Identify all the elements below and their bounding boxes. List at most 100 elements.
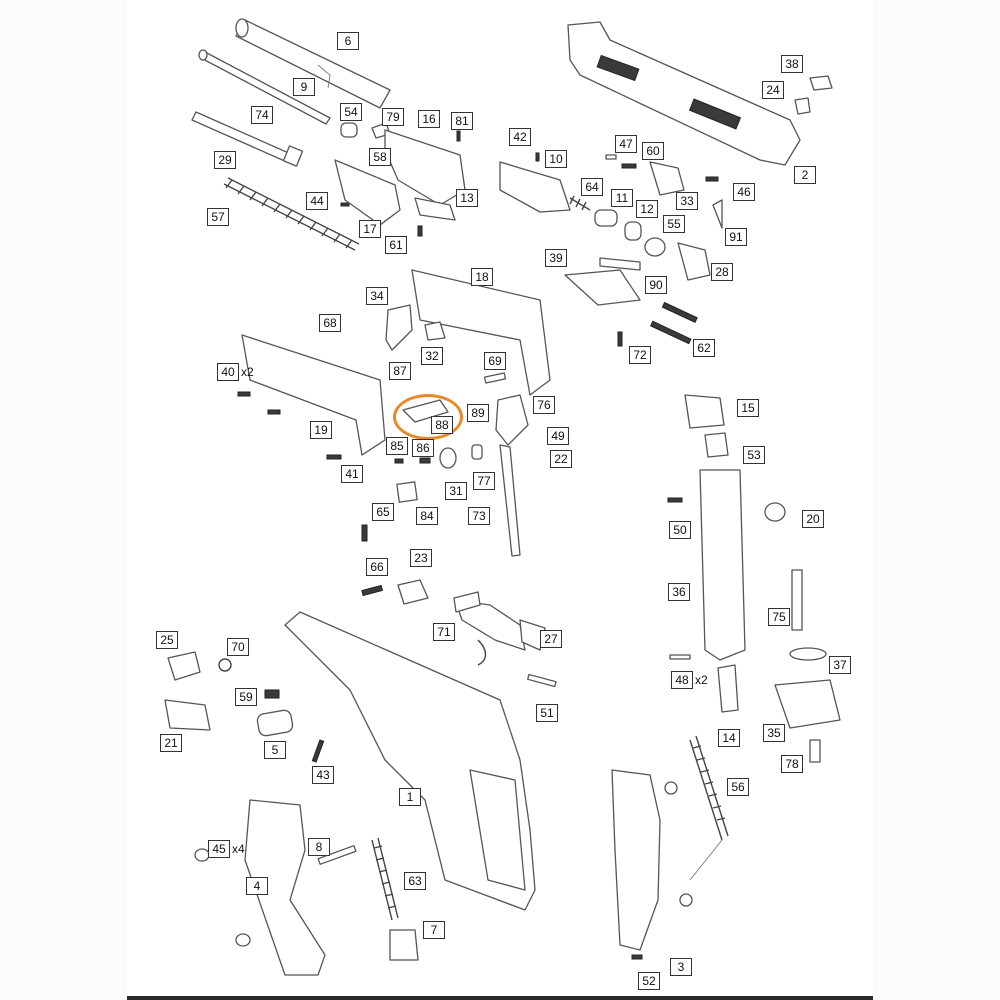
callout-91[interactable]: 91 [725,228,747,246]
callout-39[interactable]: 39 [545,249,567,267]
callout-34[interactable]: 34 [366,287,388,305]
quantity-48: x2 [695,673,708,687]
callout-90[interactable]: 90 [645,276,667,294]
magazine-parts [667,394,841,881]
callout-15[interactable]: 15 [737,399,759,417]
callout-59[interactable]: 59 [235,688,257,706]
callout-77[interactable]: 77 [473,472,495,490]
guide-rod-part [191,111,304,167]
callout-74[interactable]: 74 [251,106,273,124]
right-grip-panel [611,769,693,960]
hop-up-chamber-part [334,129,466,226]
callout-87[interactable]: 87 [389,362,411,380]
callout-78[interactable]: 78 [781,755,803,773]
callout-84[interactable]: 84 [416,507,438,525]
callout-75[interactable]: 75 [768,608,790,626]
callout-32[interactable]: 32 [421,347,443,365]
inner-barrel-part [198,49,331,125]
callout-3[interactable]: 3 [670,958,692,976]
callout-86[interactable]: 86 [412,439,434,457]
callout-65[interactable]: 65 [372,503,394,521]
callout-31[interactable]: 31 [445,482,467,500]
callout-19[interactable]: 19 [310,421,332,439]
callout-40[interactable]: 40 [217,363,239,381]
callout-16[interactable]: 16 [418,110,440,128]
callout-17[interactable]: 17 [359,220,381,238]
callout-7[interactable]: 7 [423,921,445,939]
callout-2[interactable]: 2 [794,166,816,184]
highlighted-part-ring [393,394,463,440]
callout-35[interactable]: 35 [763,724,785,742]
callout-43[interactable]: 43 [312,766,334,784]
callout-56[interactable]: 56 [727,778,749,796]
left-grip-panel [194,799,419,976]
callout-22[interactable]: 22 [550,450,572,468]
callout-5[interactable]: 5 [264,741,286,759]
callout-47[interactable]: 47 [615,135,637,153]
callout-10[interactable]: 10 [545,150,567,168]
callout-48[interactable]: 48 [671,671,693,689]
frame-part [284,599,536,911]
outer-barrel-part [235,18,391,109]
callout-73[interactable]: 73 [468,507,490,525]
callout-37[interactable]: 37 [829,656,851,674]
callout-57[interactable]: 57 [207,208,229,226]
callout-55[interactable]: 55 [663,215,685,233]
callout-89[interactable]: 89 [467,404,489,422]
callout-79[interactable]: 79 [382,108,404,126]
callout-45[interactable]: 45 [208,840,230,858]
callout-81[interactable]: 81 [451,112,473,130]
callout-11[interactable]: 11 [611,189,633,207]
callout-33[interactable]: 33 [676,192,698,210]
left-small-parts [164,651,325,763]
callout-68[interactable]: 68 [319,314,341,332]
callout-52[interactable]: 52 [638,972,660,990]
callout-76[interactable]: 76 [533,396,555,414]
callout-51[interactable]: 51 [536,704,558,722]
callout-36[interactable]: 36 [668,583,690,601]
callout-85[interactable]: 85 [386,437,408,455]
callout-53[interactable]: 53 [743,446,765,464]
callout-28[interactable]: 28 [711,263,733,281]
callout-14[interactable]: 14 [718,729,740,747]
callout-64[interactable]: 64 [581,178,603,196]
callout-21[interactable]: 21 [160,734,182,752]
callout-27[interactable]: 27 [540,630,562,648]
callout-60[interactable]: 60 [642,142,664,160]
callout-50[interactable]: 50 [669,521,691,539]
callout-13[interactable]: 13 [456,189,478,207]
callout-29[interactable]: 29 [214,151,236,169]
blowback-unit-part [499,154,723,281]
quantity-40: x2 [241,365,254,379]
callout-23[interactable]: 23 [410,549,432,567]
callout-71[interactable]: 71 [433,623,455,641]
callout-58[interactable]: 58 [369,148,391,166]
callout-24[interactable]: 24 [762,81,784,99]
callout-66[interactable]: 66 [366,558,388,576]
callout-25[interactable]: 25 [156,631,178,649]
callout-62[interactable]: 62 [693,339,715,357]
callout-44[interactable]: 44 [306,192,328,210]
callout-72[interactable]: 72 [629,346,651,364]
callout-20[interactable]: 20 [802,510,824,528]
callout-69[interactable]: 69 [484,352,506,370]
quantity-45: x4 [232,842,245,856]
callout-9[interactable]: 9 [293,78,315,96]
callout-6[interactable]: 6 [337,32,359,50]
callout-70[interactable]: 70 [227,638,249,656]
callout-41[interactable]: 41 [341,465,363,483]
callout-88[interactable]: 88 [431,416,453,434]
callout-54[interactable]: 54 [340,103,362,121]
callout-42[interactable]: 42 [509,128,531,146]
callout-49[interactable]: 49 [547,427,569,445]
callout-18[interactable]: 18 [471,268,493,286]
callout-63[interactable]: 63 [404,872,426,890]
callout-61[interactable]: 61 [385,236,407,254]
callout-12[interactable]: 12 [636,200,658,218]
callout-38[interactable]: 38 [781,55,803,73]
callout-1[interactable]: 1 [399,788,421,806]
callout-8[interactable]: 8 [308,838,330,856]
callout-4[interactable]: 4 [246,877,268,895]
callout-46[interactable]: 46 [733,183,755,201]
